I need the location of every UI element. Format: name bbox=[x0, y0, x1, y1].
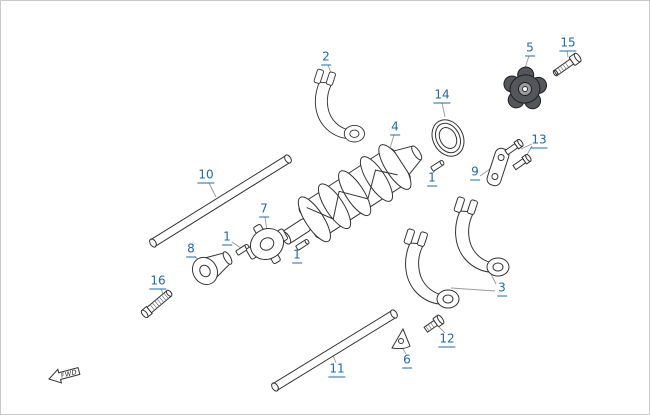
part-callout-7[interactable]: 7 bbox=[259, 201, 269, 218]
part-callout-13[interactable]: 13 bbox=[530, 132, 548, 149]
fork-shaft-upper bbox=[149, 154, 292, 248]
shift-cam-plate bbox=[503, 66, 548, 110]
pin-1-right bbox=[430, 159, 445, 172]
fwd-marker: FWD bbox=[48, 366, 81, 384]
pin-1-left bbox=[235, 243, 250, 256]
shift-fork-right-upper bbox=[453, 195, 510, 277]
bolt-15 bbox=[552, 52, 582, 77]
part-callout-16[interactable]: 16 bbox=[149, 273, 167, 290]
part-callout-6[interactable]: 6 bbox=[402, 352, 412, 369]
part-callout-9[interactable]: 9 bbox=[470, 164, 480, 181]
bearing bbox=[431, 119, 465, 157]
part-callout-8[interactable]: 8 bbox=[186, 241, 196, 258]
part-callout-4[interactable]: 4 bbox=[390, 119, 400, 136]
part-callout-15[interactable]: 15 bbox=[559, 35, 577, 52]
part-callout-1b[interactable]: 1 bbox=[222, 229, 232, 246]
bolt-13a bbox=[504, 138, 524, 156]
stopper-plate bbox=[486, 147, 510, 187]
shift-fork-right-lower bbox=[403, 227, 460, 309]
part-callout-2[interactable]: 2 bbox=[321, 49, 331, 66]
part-callout-11[interactable]: 11 bbox=[328, 361, 346, 378]
drum-center-collar bbox=[246, 224, 288, 264]
part-callout-10[interactable]: 10 bbox=[197, 167, 215, 184]
shift-drum bbox=[280, 144, 423, 245]
guide-wedge bbox=[391, 327, 411, 350]
part-callout-14[interactable]: 14 bbox=[433, 87, 451, 104]
part-callout-1a[interactable]: 1 bbox=[427, 170, 437, 187]
bolt-16 bbox=[140, 289, 173, 319]
part-callout-5[interactable]: 5 bbox=[525, 40, 535, 57]
part-callout-12[interactable]: 12 bbox=[438, 331, 456, 348]
shift-fork-top bbox=[313, 68, 365, 143]
bolt-12 bbox=[423, 314, 445, 333]
part-callout-3[interactable]: 3 bbox=[497, 280, 507, 297]
bolt-13b bbox=[512, 153, 532, 171]
fork-shaft-lower bbox=[271, 309, 398, 392]
pin-1-mid bbox=[295, 238, 310, 251]
drum-cone-collar bbox=[191, 251, 233, 286]
fwd-label: FWD bbox=[60, 368, 78, 380]
part-callout-1c[interactable]: 1 bbox=[292, 247, 302, 264]
